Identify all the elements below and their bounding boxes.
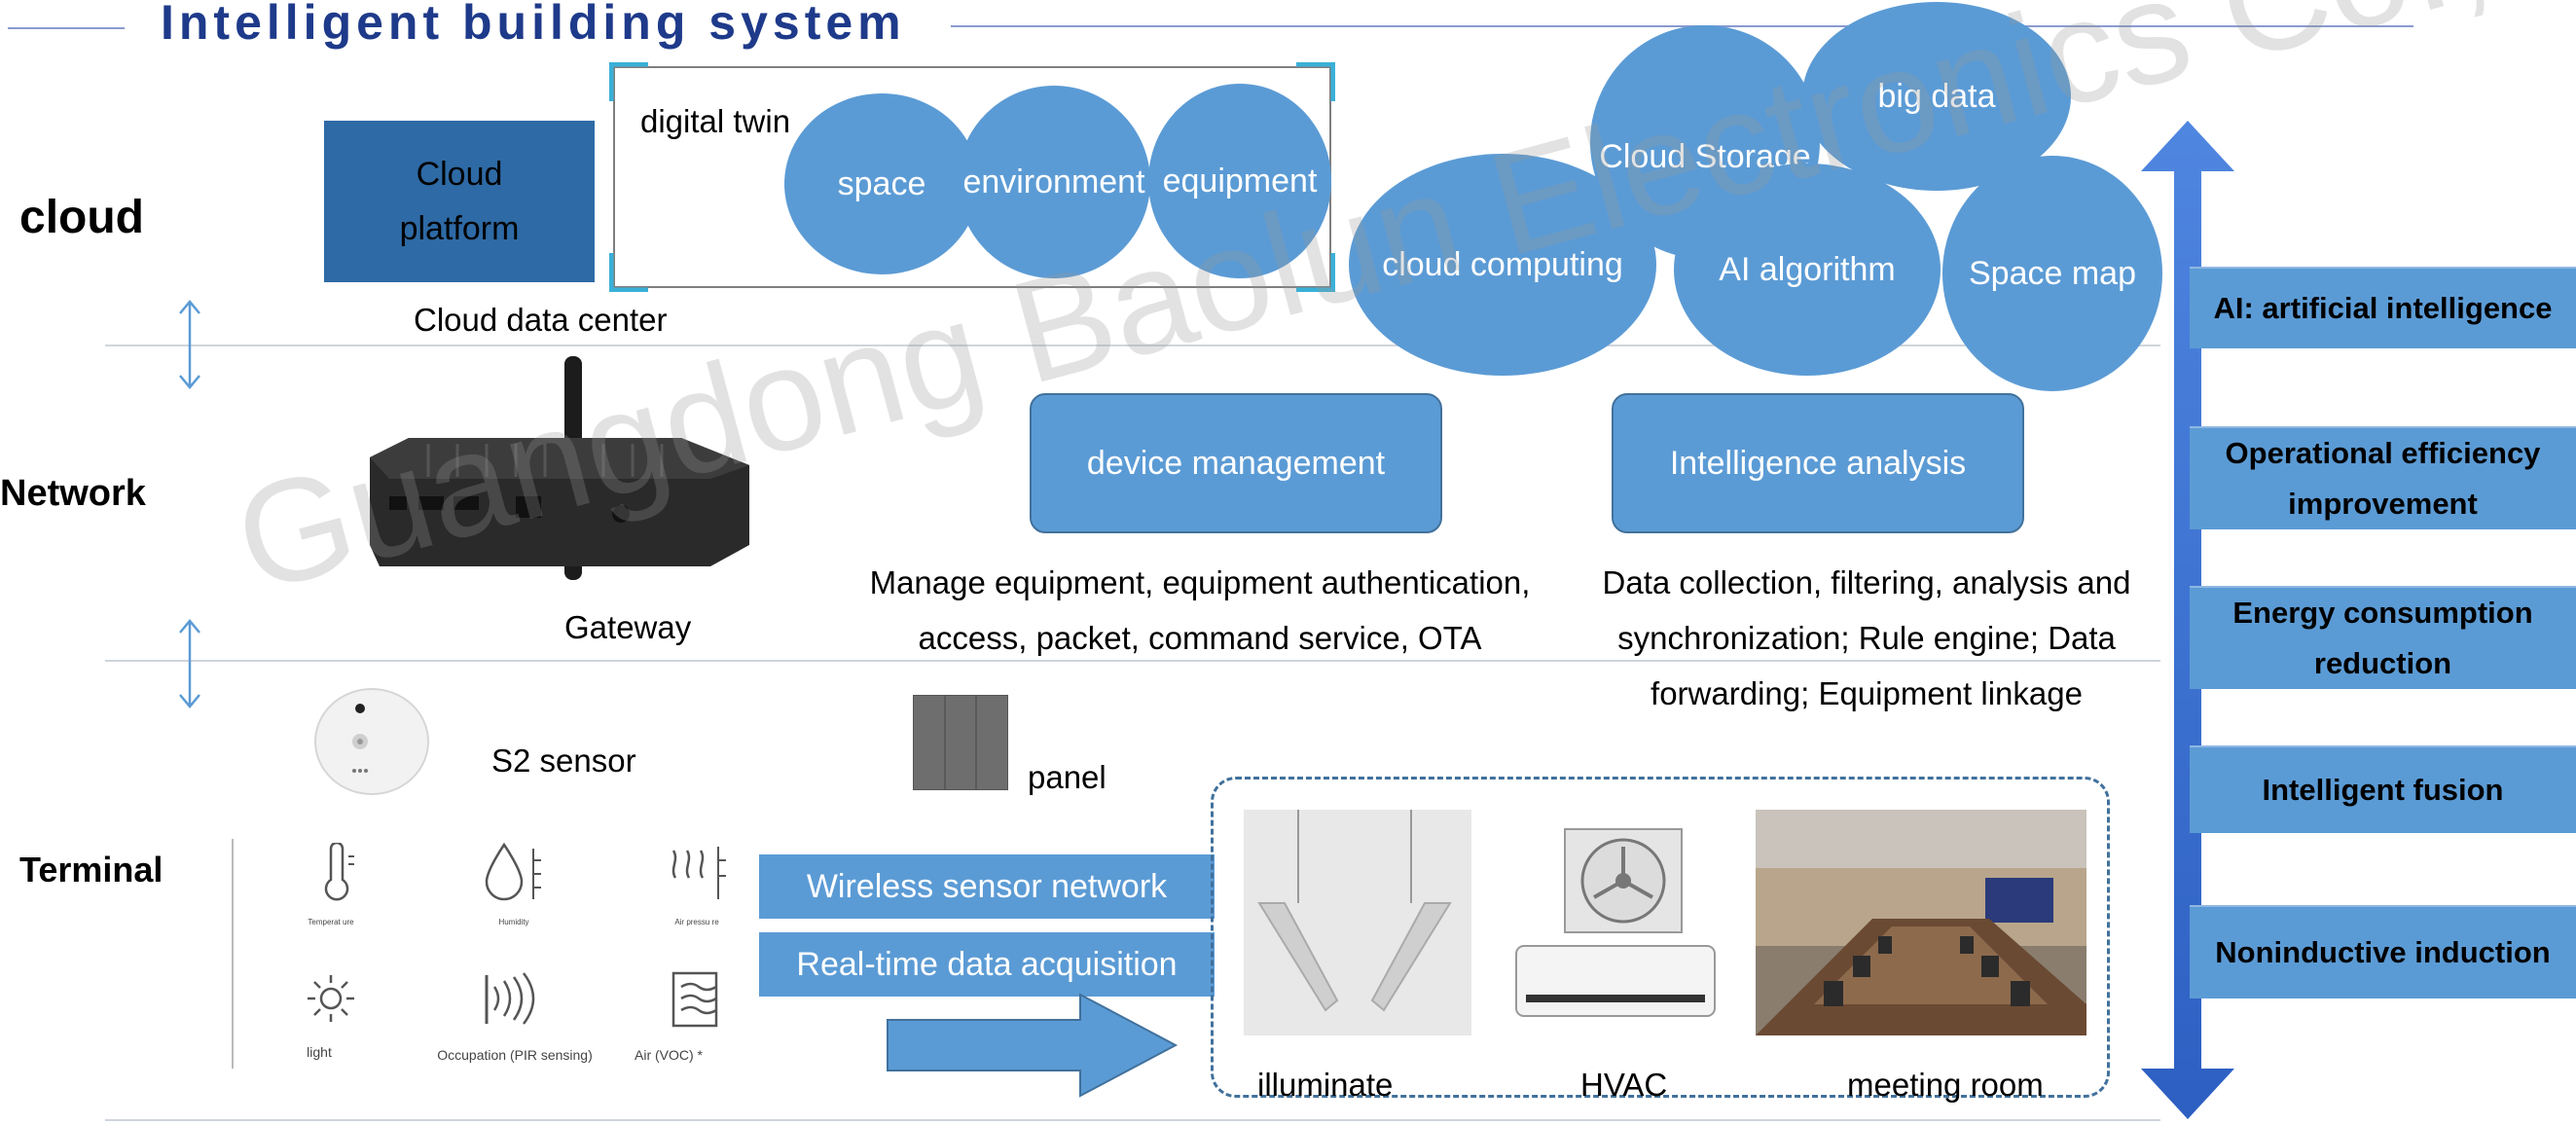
bottom-divider [105,1119,2160,1121]
illuminate-image [1244,810,1471,1035]
hvac-caption: HVAC [1580,1067,1668,1103]
bubble-space-map: Space map [1942,156,2162,391]
applications-frame [1211,777,2110,1098]
sensor-label: Air (VOC) * [635,1047,703,1063]
device-management-box: device management [1030,393,1442,533]
cloud-platform-box: Cloud platform [324,121,595,282]
layer-label-network: Network [0,473,146,514]
cloud-platform-label: Cloud platform [399,156,520,247]
cloud-network-divider [105,345,2160,346]
panel-caption: panel [1028,759,1107,795]
intelligence-analysis-description: Data collection, filtering, analysis and… [1602,564,2131,711]
s2-sensor-icon [314,688,429,795]
sensor-label: Occupation (PIR sensing) [437,1047,593,1063]
digital-twin-label: digital twin [640,103,791,139]
bubble-cloud-computing: cloud computing [1349,154,1656,376]
twin-bubble-equipment: equipment [1148,84,1331,278]
layer-label-terminal: Terminal [19,850,163,889]
pir-occupancy-icon [485,972,535,1025]
thermometer-icon [324,843,354,901]
intelligence-analysis-box: Intelligence analysis [1612,393,2024,533]
frame-corner-icon [609,62,1335,292]
wireless-sensor-network-band: Wireless sensor network [759,854,1215,919]
air-pressure-icon [671,847,726,899]
illuminate-caption: illuminate [1257,1067,1394,1103]
humidity-drop-icon [485,842,541,901]
benefit-energy-reduction: Energy consumption reduction [2190,586,2576,689]
air-conditioner-icon [1515,828,1716,1017]
benefit-ai: AI: artificial intelligence [2190,267,2576,348]
meeting-room-caption: meeting room [1847,1067,2044,1103]
sensor-label: Air pressu re [674,918,719,926]
real-time-data-acquisition-band: Real-time data acquisition [759,932,1215,997]
sensor-label: light [307,1044,332,1060]
twin-bubble-environment: environment [958,86,1150,278]
sensor-icon-grid-border [232,839,234,1069]
twin-bubble-space: space [784,93,979,274]
title-rule-left [8,27,125,29]
layer-label-cloud: cloud [19,192,144,243]
vertical-double-arrow-icon [2141,121,2234,1119]
bubble-ai-algorithm: AI algorithm [1674,163,1941,376]
hvac-image [1506,810,1724,1035]
gateway-caption: Gateway [564,609,692,645]
title-rule-right [951,25,2413,27]
double-arrow-icon [179,300,200,389]
page-title: Intelligent building system [161,0,906,50]
pendant-light-icon [1257,810,1452,1012]
panel-switch-icon [913,695,1008,790]
gateway-device-icon [370,356,749,580]
sensor-label: Humidity [498,918,529,926]
right-arrow-icon [887,993,1179,1098]
meeting-room-image [1756,810,2086,1035]
s2-sensor-caption: S2 sensor [491,743,636,779]
device-management-description: Manage equipment, equipment authenticati… [869,564,1531,656]
double-arrow-icon [179,619,200,708]
benefit-noninductive-induction: Noninductive induction [2190,905,2576,998]
benefit-operational-efficiency: Operational efficiency improvement [2190,426,2576,529]
sensor-label: Temperat ure [308,918,354,926]
benefit-intelligent-fusion: Intelligent fusion [2190,745,2576,833]
network-terminal-divider [105,660,2160,662]
light-sun-icon [308,975,354,1022]
meeting-room-icon [1756,810,2086,1035]
air-voc-icon [671,971,718,1028]
cloud-data-center-caption: Cloud data center [414,302,668,338]
